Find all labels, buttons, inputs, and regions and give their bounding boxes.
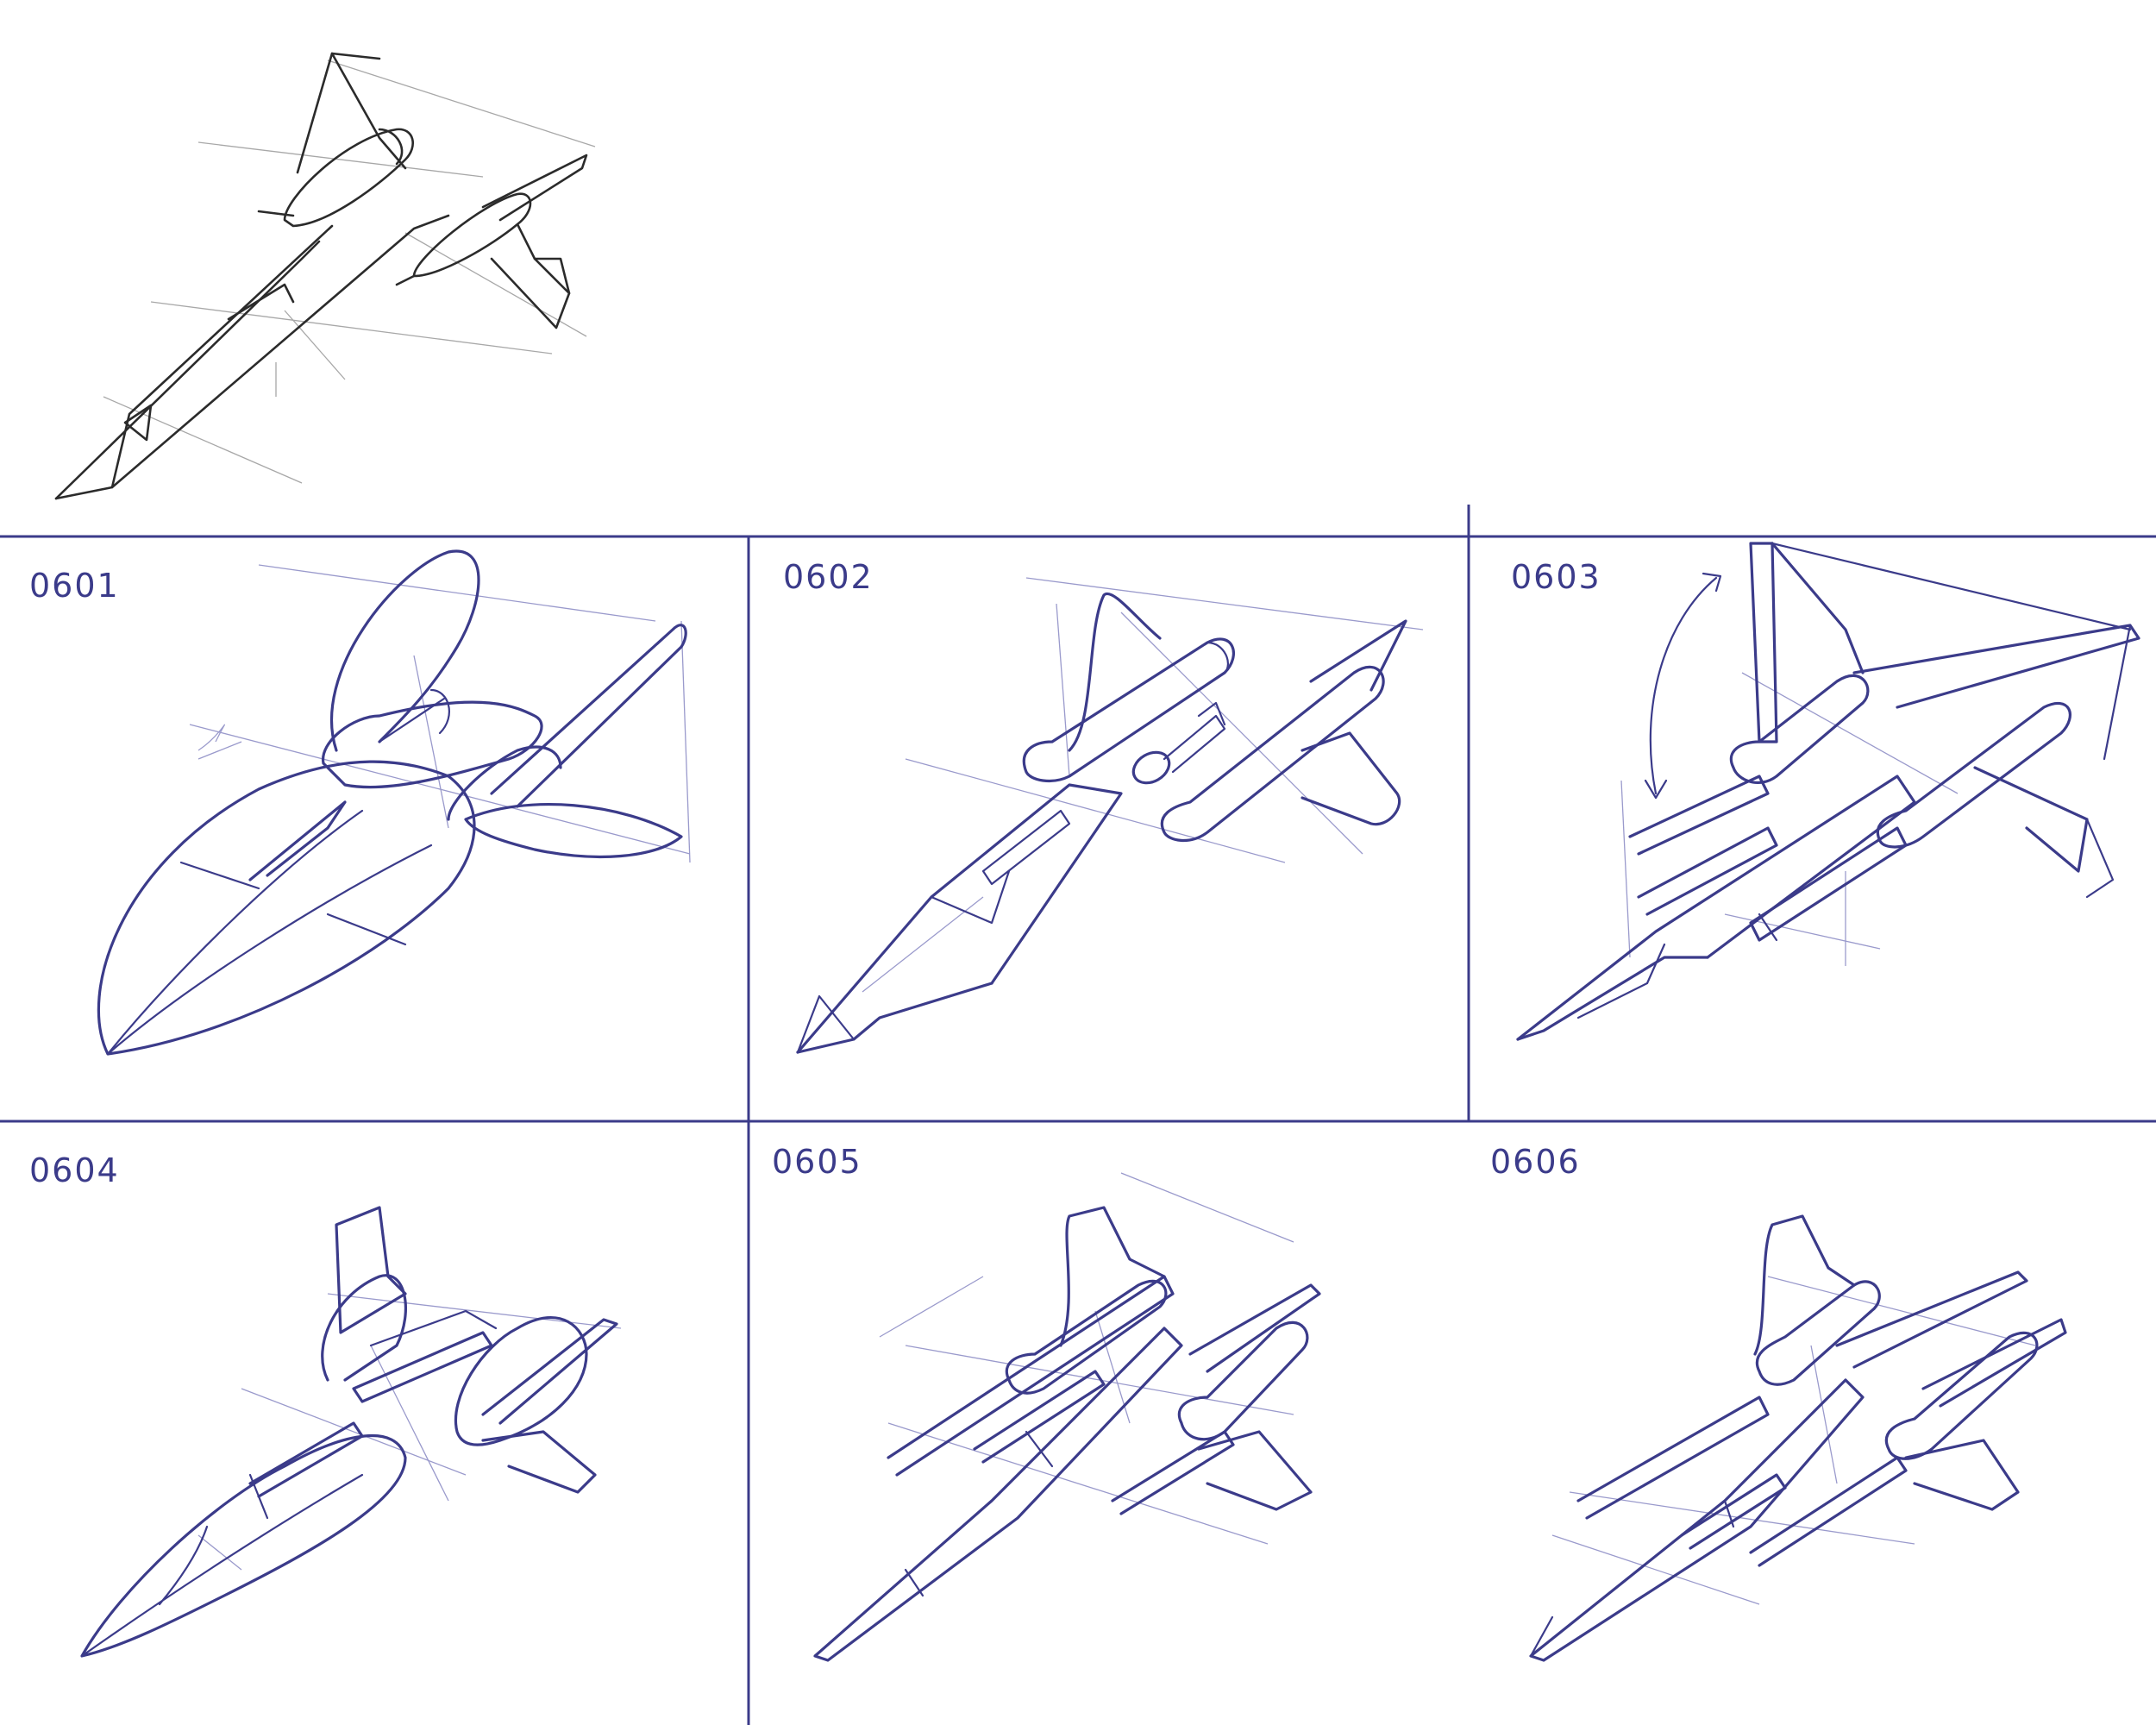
pencil-sketch — [54, 52, 596, 500]
sketch-0601 — [97, 549, 691, 1056]
panel-label-0603: 0603 — [1511, 558, 1601, 596]
sketch-0604 — [80, 1206, 622, 1658]
sketch-0606 — [1529, 1214, 2067, 1662]
sketch-0602 — [796, 577, 1424, 1054]
panel-labels: 0601 0602 0603 0604 0605 0606 — [29, 558, 1601, 1189]
sketch-0605 — [813, 1172, 1321, 1662]
panel-label-0601: 0601 — [29, 567, 120, 605]
panel-label-0602: 0602 — [783, 558, 874, 596]
panel-grid — [0, 505, 2156, 1725]
panel-label-0606: 0606 — [1490, 1143, 1581, 1181]
panel-label-0604: 0604 — [29, 1151, 120, 1189]
sketch-0603 — [1516, 542, 2140, 1041]
panel-label-0605: 0605 — [772, 1143, 862, 1181]
